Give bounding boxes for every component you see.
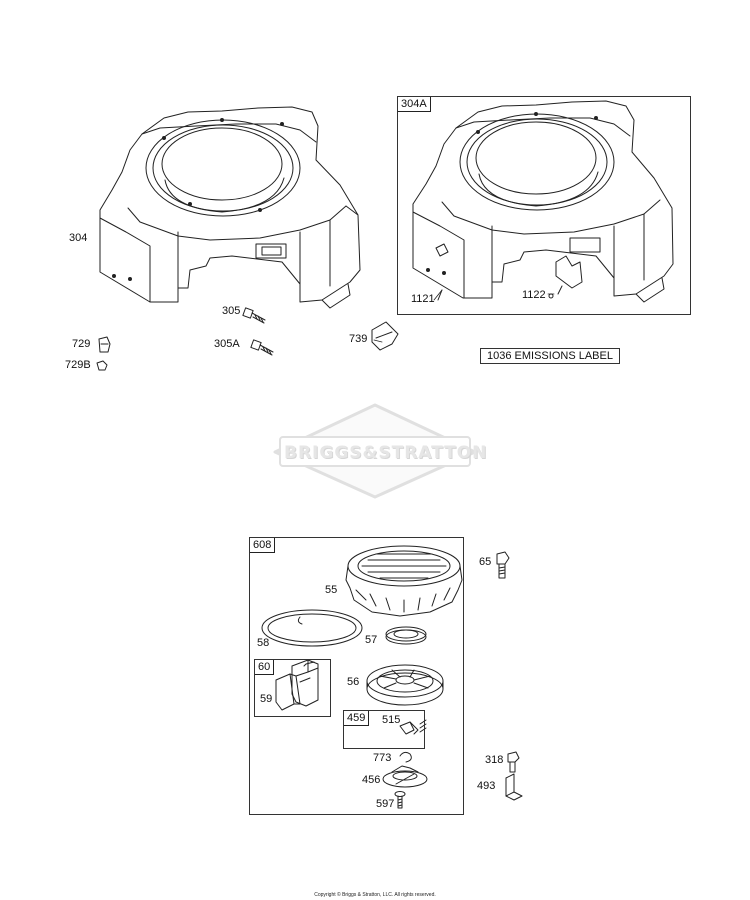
label-60: 60 (255, 660, 275, 675)
leader-lines (373, 289, 555, 343)
label-58: 58 (257, 637, 270, 649)
label-608: 608 (250, 538, 276, 553)
frame-304a (397, 96, 691, 315)
label-56: 56 (347, 676, 360, 688)
frame-459 (343, 710, 425, 749)
bracket-739 (371, 321, 399, 351)
label-597: 597 (376, 798, 395, 810)
watermark-text: BRIGGS&STRATTON (284, 443, 488, 463)
label-773: 773 (373, 752, 392, 764)
blower-housing-304 (99, 106, 361, 309)
label-729b: 729B (65, 359, 91, 371)
label-55: 55 (325, 584, 338, 596)
label-57: 57 (365, 634, 378, 646)
clip-773 (399, 751, 412, 763)
spring-57 (385, 626, 427, 645)
watermark-logo (273, 403, 477, 499)
label-304: 304 (69, 232, 88, 244)
label-739: 739 (349, 333, 368, 345)
label-318: 318 (485, 754, 504, 766)
handle-insert-60 (291, 659, 319, 707)
label-305a: 305A (214, 338, 240, 350)
label-305: 305 (222, 305, 241, 317)
starter-rope-58 (261, 609, 363, 647)
bolt-65 (496, 551, 510, 579)
label-729: 729 (72, 338, 91, 350)
copyright-text: Copyright © Briggs & Stratton, LLC. All … (314, 892, 436, 898)
label-515: 515 (382, 714, 401, 726)
frame-60 (254, 659, 331, 717)
label-1122: 1122 (522, 289, 546, 301)
label-304a: 304A (398, 97, 431, 112)
clip-729 (98, 336, 111, 353)
blower-housing-304a (412, 100, 674, 303)
pawl-515 (399, 719, 427, 735)
label-1121: 1121 (411, 293, 435, 305)
starter-housing-55 (345, 545, 463, 617)
starter-handle-59 (275, 673, 301, 711)
pulley-56 (366, 664, 444, 706)
retainer-456 (382, 765, 428, 788)
bracket-493 (505, 773, 523, 801)
frame-608 (249, 537, 464, 815)
label-493: 493 (477, 780, 496, 792)
bolt-305a (250, 339, 274, 356)
label-59: 59 (260, 693, 273, 705)
label-65: 65 (479, 556, 492, 568)
bolt-305 (242, 307, 266, 324)
label-1036-emissions: 1036 EMISSIONS LABEL (480, 348, 620, 364)
screw-597 (394, 791, 406, 809)
nut-729b (96, 360, 108, 371)
label-459: 459 (344, 711, 370, 726)
label-456: 456 (362, 774, 381, 786)
bolt-318 (507, 751, 520, 773)
